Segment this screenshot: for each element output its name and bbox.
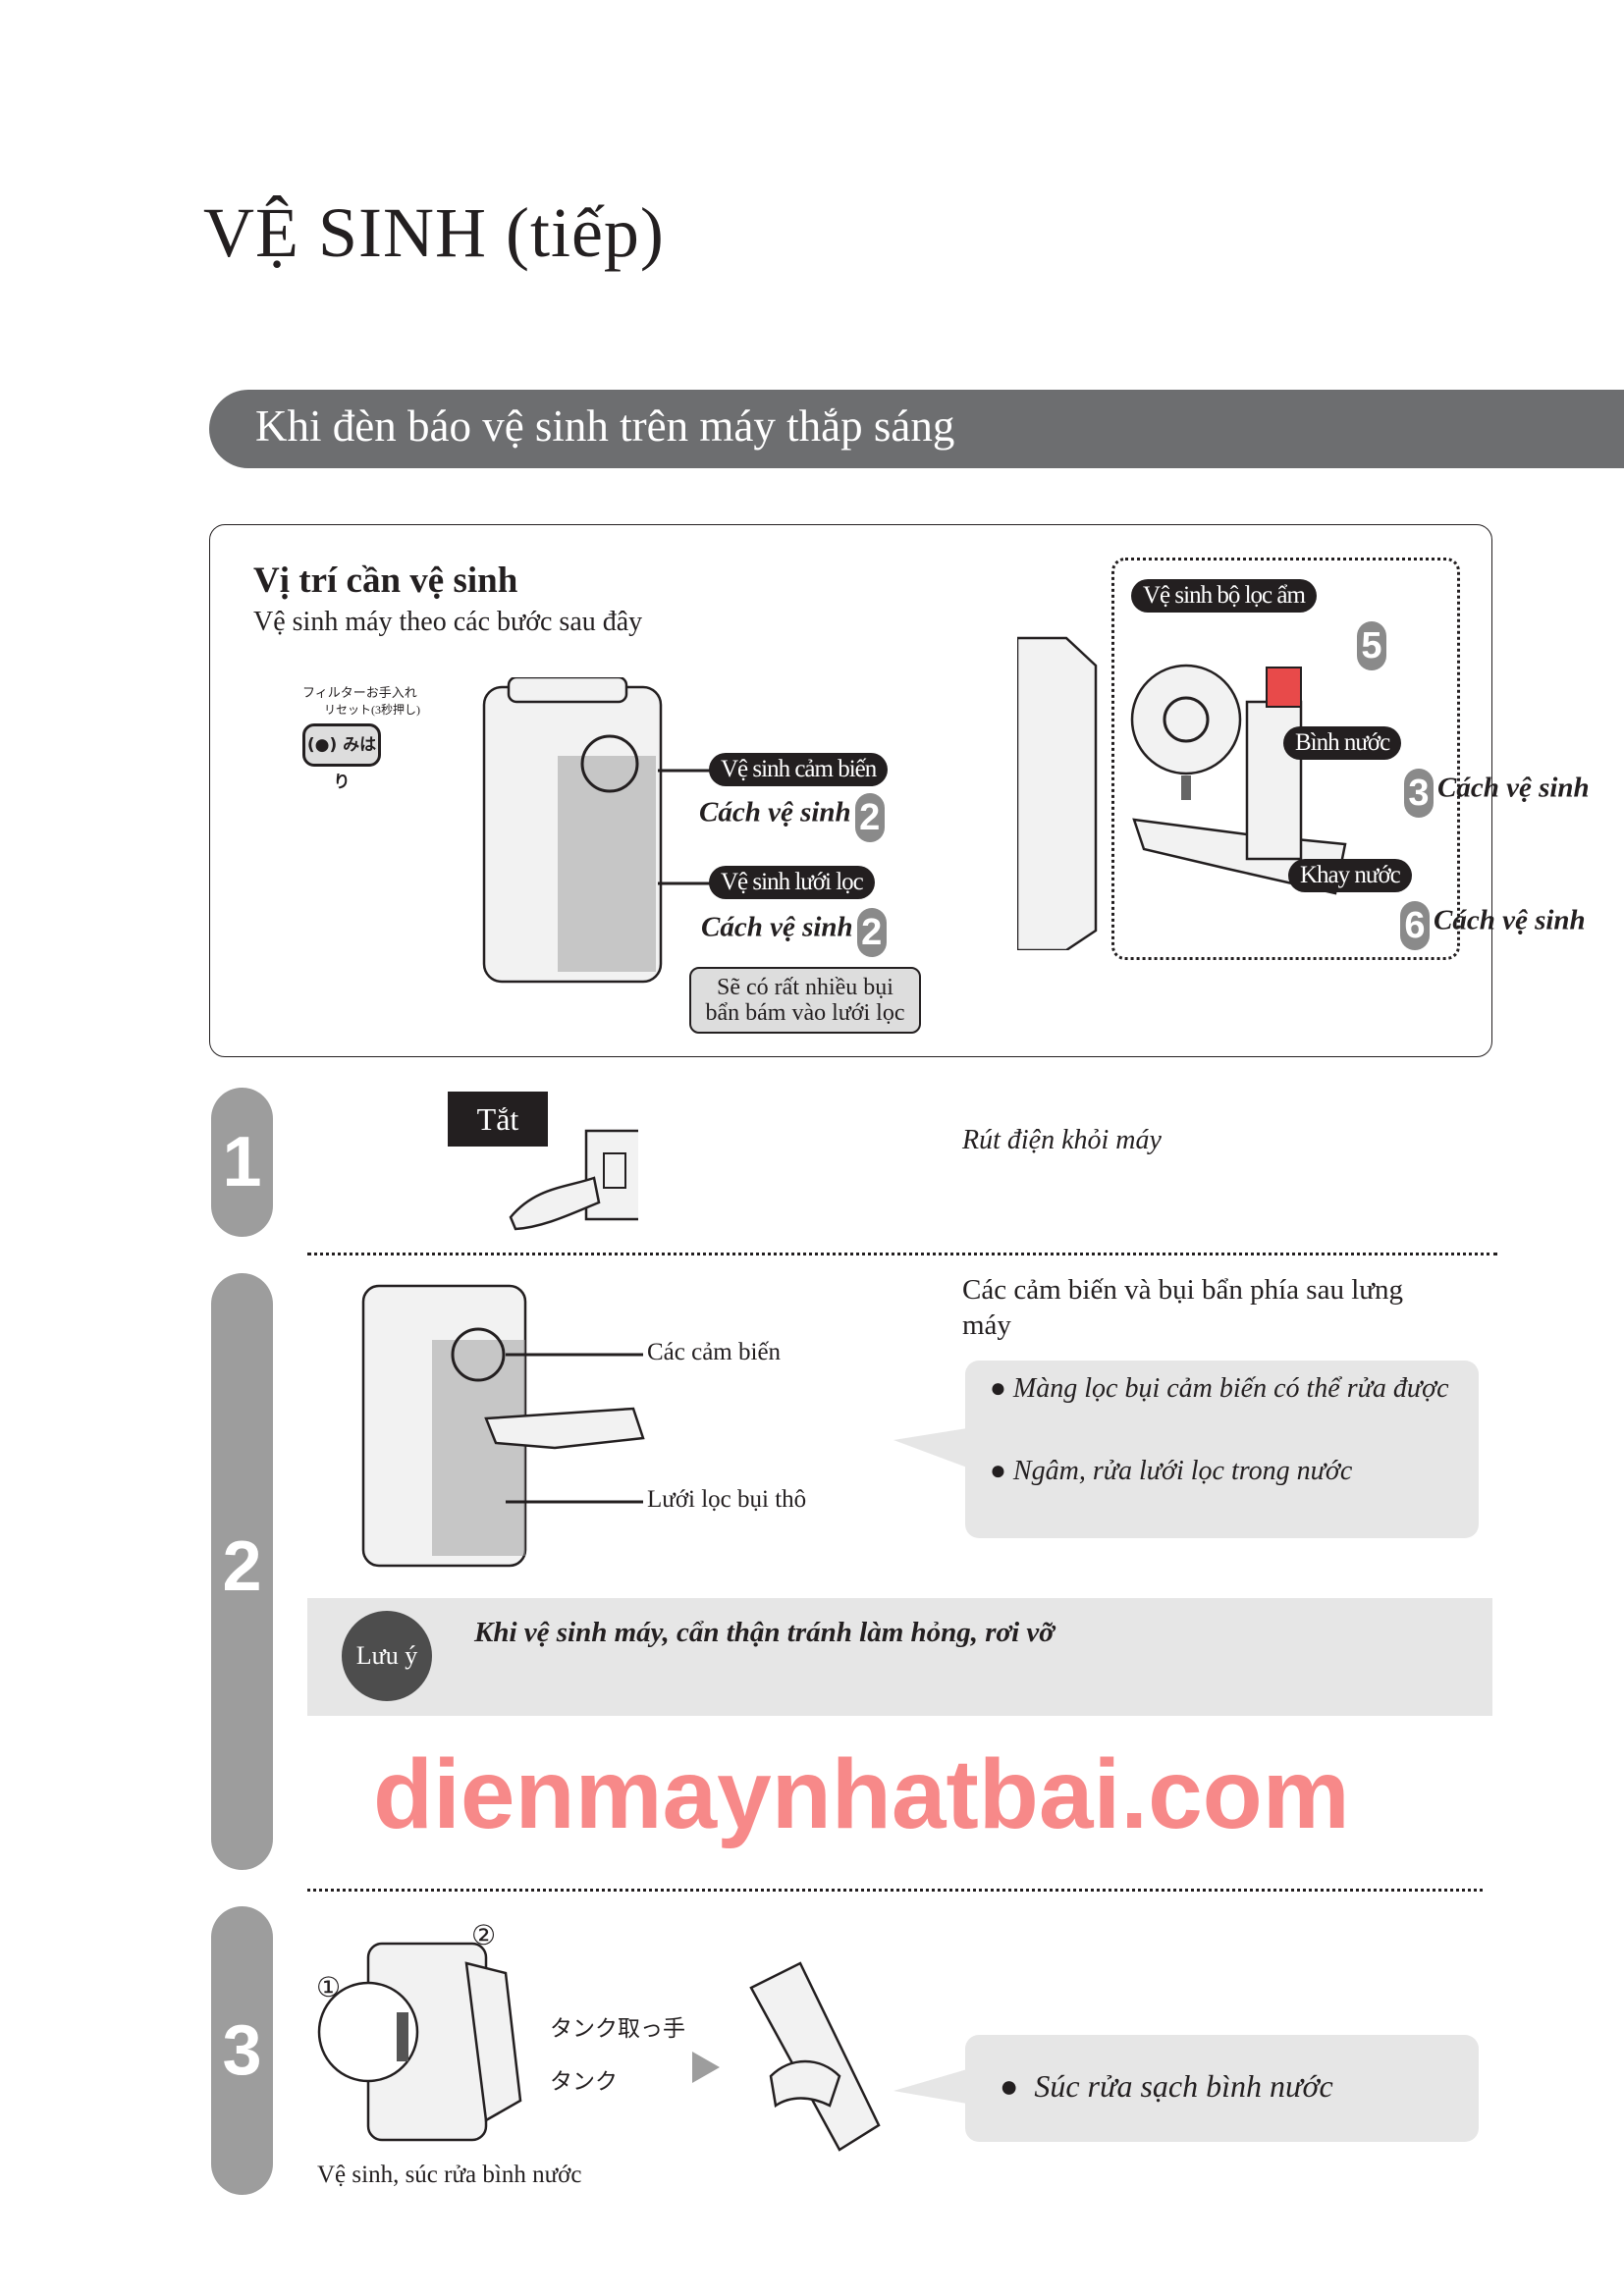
speech-pointer [893,2069,967,2104]
page-title: VỆ SINH (tiếp) [203,193,665,272]
step-2-number: 2 [222,1527,262,1606]
panel-label: フィルターお手入れ [302,685,417,700]
location-heading: Vị trí cần vệ sinh [253,561,518,601]
dust-note-line: bẩn bám vào lưới lọc [705,1000,905,1026]
callout-mesh: Vệ sinh lưới lọc [709,866,875,899]
bullet-item: ● Ngâm, rửa lưới lọc trong nước [990,1456,1353,1486]
caution-badge: Lưu ý [342,1611,432,1701]
step-ref-badge: 5 [1357,621,1386,670]
banner-text: Khi đèn báo vệ sinh trên máy thắp sáng [255,401,955,451]
circle-number-1: ① [316,1973,342,2003]
humidifier-parts-area [1111,558,1460,960]
divider [307,1889,1483,1892]
bullet-text: Súc rửa sạch bình nước [1034,2068,1333,2104]
step-ref-badge: 2 [854,793,885,842]
label-tank-handle: タンク取っ手 [550,2016,685,2042]
step-1-badge: 1 [211,1088,273,1237]
unplug-illustration [509,1129,638,1231]
method-label: Cách vệ sinh [699,796,851,828]
method-label: Cách vệ sinh [1434,904,1586,936]
step-ref-badge: 3 [1404,769,1434,818]
method-label: Cách vệ sinh [701,911,853,943]
bullet-text: Ngâm, rửa lưới lọc trong nước [1012,1456,1353,1486]
circle-number-2: ② [471,1921,497,1951]
off-label: Tắt [448,1092,548,1147]
step-2-heading: Các cảm biến và bụi bẩn phía sau lưng má… [962,1274,1403,1341]
step-3-badge: 3 [211,1906,273,2195]
air-purifier-back-illustration [482,677,663,984]
label-sensors: Các cảm biến [647,1339,782,1365]
step-3-bullet-box: ● Súc rửa sạch bình nước [965,2035,1479,2142]
step-1-instruction: Rút điện khỏi máy [962,1125,1162,1155]
purifier-side-illustration [1017,636,1098,950]
monitor-button: (●) みはり [302,723,381,792]
step-ref-badge: 6 [1400,901,1430,950]
bullet-text: Màng lọc bụi cảm biến có thể rửa được [1012,1373,1449,1404]
method-label: Cách vệ sinh [1437,772,1590,804]
callout-sensor: Vệ sinh cảm biến [709,753,889,786]
location-subheading: Vệ sinh máy theo các bước sau đây [253,607,643,637]
bullet-item: ● Màng lọc bụi cảm biến có thể rửa được [990,1373,1449,1404]
callout-water-tank: Bình nước [1283,726,1402,760]
divider [307,1253,1497,1255]
caution-text: Khi vệ sinh máy, cẩn thận tránh làm hỏng… [474,1617,1055,1648]
speech-pointer [893,1428,967,1468]
caution-band [307,1598,1492,1716]
panel-label-reset: リセット(3秒押し) [324,703,420,717]
callout-water-tray: Khay nước [1288,859,1412,892]
callout-humidifier-filter: Vệ sinh bộ lọc ẩm [1131,579,1317,613]
humidifier-parts-illustration [1130,664,1347,895]
cleaning-location-box [209,524,1492,1057]
label-tank: タンク [550,2069,618,2095]
control-panel-illustration: フィルターお手入れ リセット(3秒押し) (●) みはり [263,682,420,792]
watermark: dienmaynhatbai.com [373,1739,1350,1849]
step-3-caption: Vệ sinh, súc rửa bình nước [317,2162,582,2188]
purifier-cleaning-illustration [361,1284,645,1568]
bullet-item: ● Súc rửa sạch bình nước [1000,2068,1333,2104]
step-2-badge: 2 [211,1273,273,1870]
label-coarse-mesh: Lưới lọc bụi thô [647,1486,807,1513]
tank-removal-illustration [317,1942,522,2142]
step-ref-badge: 2 [856,908,887,957]
tank-washing-illustration [749,1961,881,2152]
arrow-right-icon [692,2052,720,2083]
step-2-bullets-box: ● Màng lọc bụi cảm biến có thể rửa được … [965,1361,1479,1538]
section-banner: Khi đèn báo vệ sinh trên máy thắp sáng [209,390,1624,468]
dust-note-line: Sẽ có rất nhiều bụi [717,975,893,1000]
